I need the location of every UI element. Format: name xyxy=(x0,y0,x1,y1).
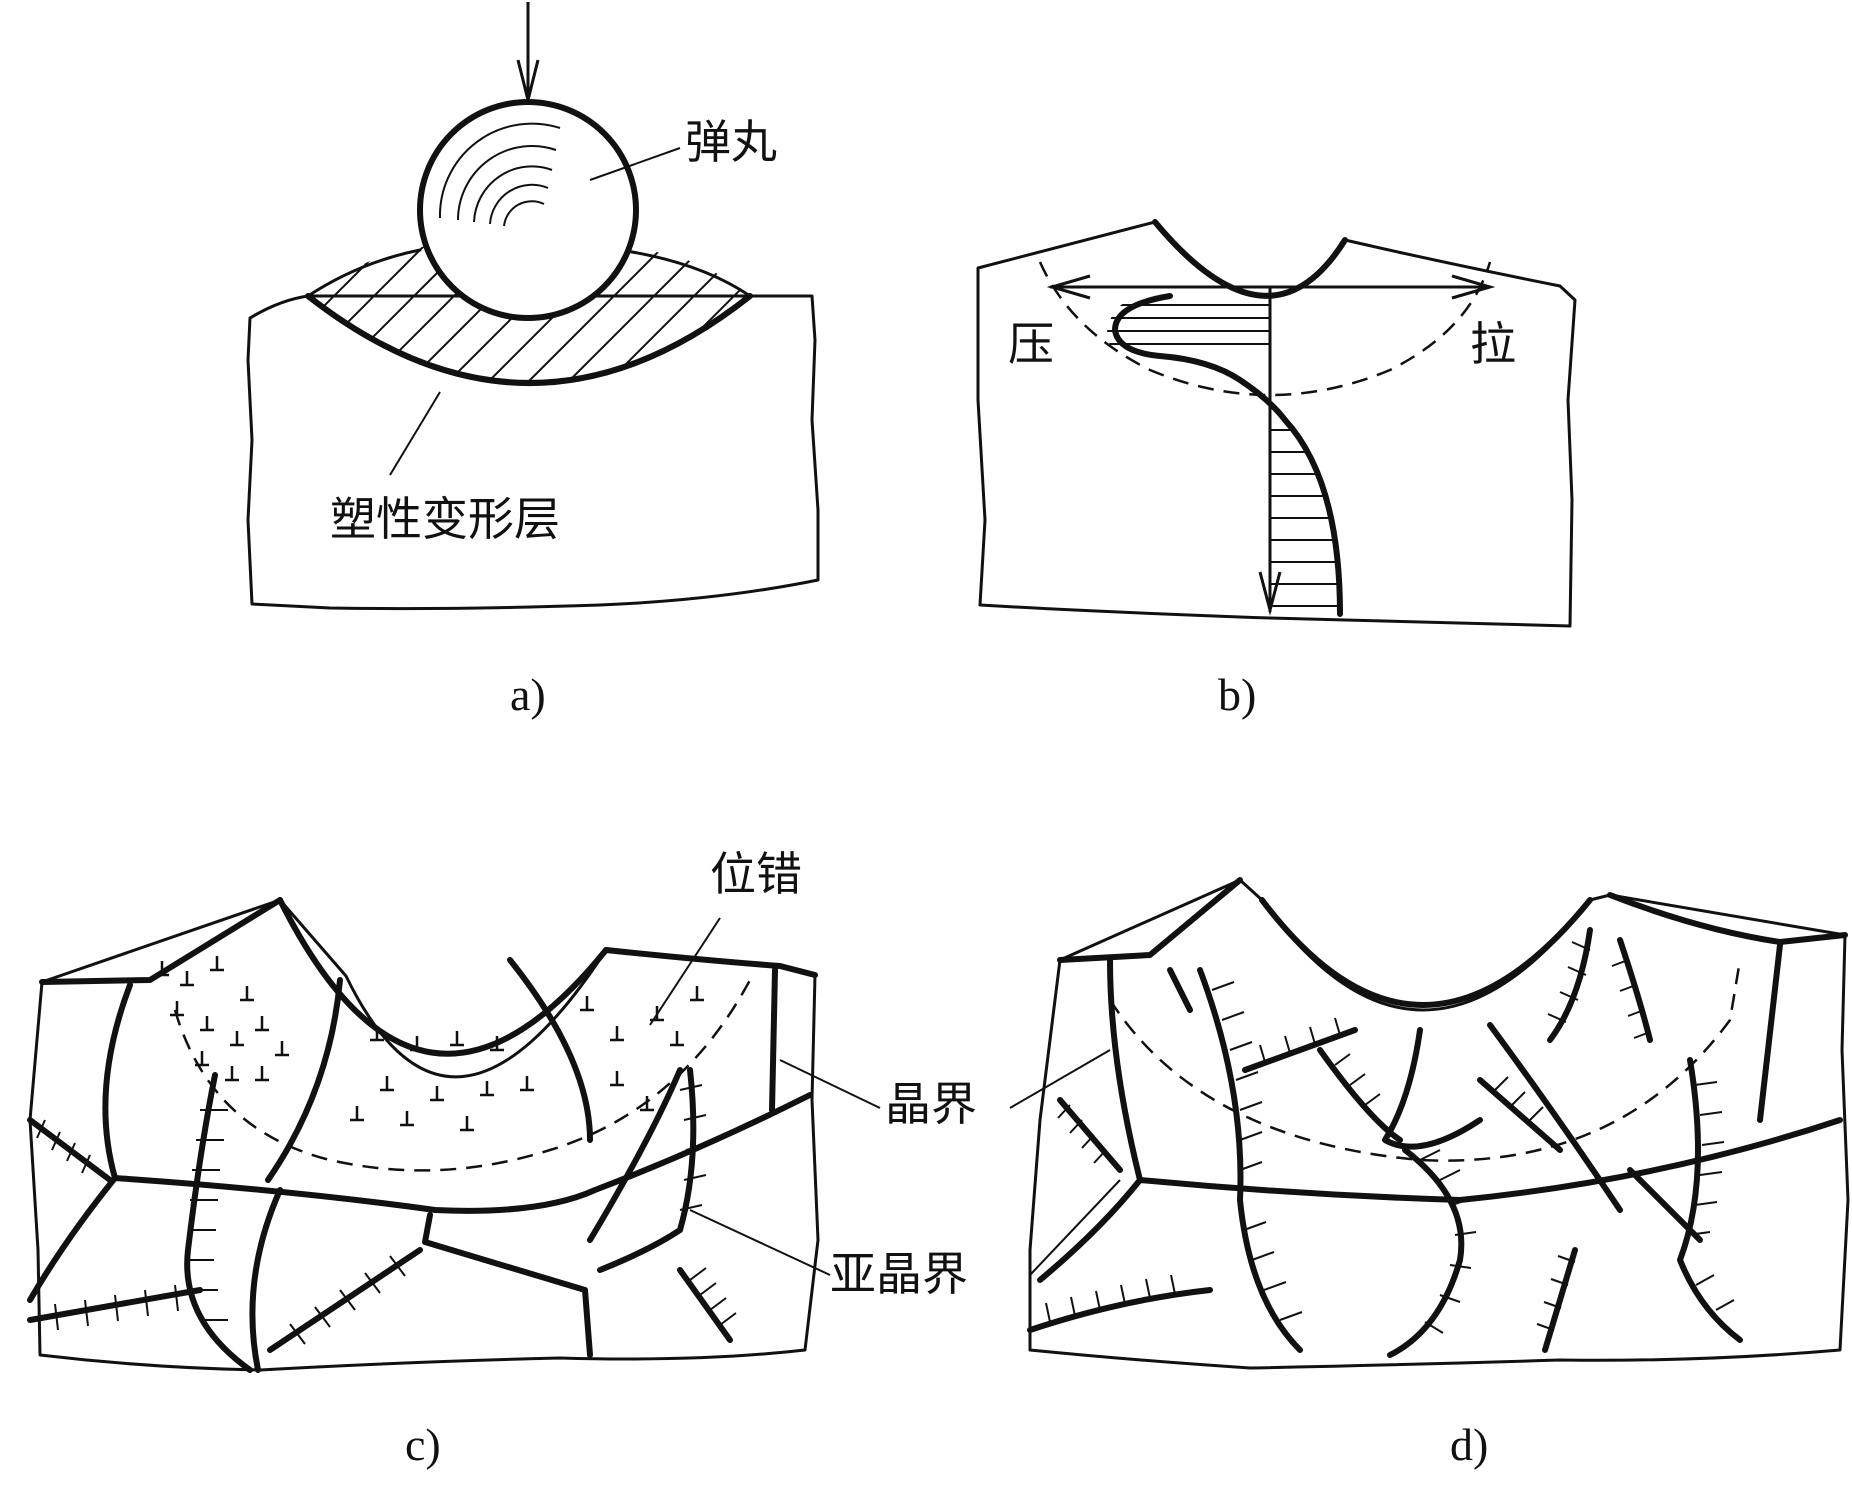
surface-c-left xyxy=(39,897,283,985)
leader-layer xyxy=(389,391,441,476)
panel-d: d) xyxy=(1027,877,1850,1470)
workpiece-d-outline xyxy=(1028,878,1850,1370)
dashed-boundary-b xyxy=(1038,261,1492,397)
impact-arrow-head xyxy=(516,59,540,101)
leader-gb-left xyxy=(779,1059,881,1109)
label-grain-boundary: 晶界 xyxy=(885,1077,977,1131)
panel-b: 压 拉 b) xyxy=(976,219,1577,720)
workpiece-c-outline xyxy=(28,898,820,1372)
subgrain-boundaries-d xyxy=(1027,927,1743,1358)
caption-b: b) xyxy=(1218,669,1256,720)
dashed-boundary-d xyxy=(1108,959,1742,1162)
leader-sgb-left xyxy=(689,1209,831,1276)
dislocation-symbols-c xyxy=(155,956,704,1132)
surface-c-right xyxy=(603,947,818,978)
dashed-boundary-c xyxy=(173,979,752,1172)
axis-arrow-right xyxy=(1451,274,1496,300)
indent-d xyxy=(1259,897,1593,1008)
grain-boundaries-d xyxy=(1037,942,1843,1283)
surface-bump xyxy=(306,248,422,298)
workpiece-a-outline xyxy=(246,294,820,611)
label-tension: 拉 xyxy=(1470,317,1516,371)
panel-a: 弹丸 塑性变形层 a) xyxy=(246,2,820,720)
surface-d-left xyxy=(1057,877,1243,963)
label-dislocation: 位错 xyxy=(710,847,802,901)
axis-arrow-left xyxy=(1046,274,1091,300)
panel-c: 位错 c) xyxy=(27,847,820,1470)
surface-d-right xyxy=(1607,892,1848,945)
shot-ball xyxy=(417,99,639,321)
deformation-layer-boundary xyxy=(305,293,753,386)
leader-gb-right xyxy=(1009,1049,1111,1109)
ball-shading-arcs xyxy=(438,122,561,227)
hatch-lines xyxy=(308,235,750,383)
label-shot: 弹丸 xyxy=(685,115,777,169)
leader-dislocation xyxy=(649,917,721,1026)
indent-arc xyxy=(1152,219,1348,299)
label-compress: 压 xyxy=(1008,317,1054,371)
stress-hatch-top xyxy=(1100,304,1270,345)
caption-c: c) xyxy=(405,1419,441,1470)
leader-sgb-right xyxy=(1029,1179,1121,1276)
leader-shot xyxy=(589,147,681,181)
label-layer: 塑性变形层 xyxy=(330,492,560,546)
shared-labels: 晶界 亚晶界 xyxy=(689,1049,1121,1301)
stress-curve xyxy=(1112,293,1343,617)
surface-bump-right xyxy=(618,248,752,298)
subgrain-boundaries-c xyxy=(27,1067,737,1373)
caption-a: a) xyxy=(510,669,546,720)
caption-d: d) xyxy=(1450,1419,1488,1470)
label-subgrain-boundary: 亚晶界 xyxy=(830,1247,968,1301)
indent-c xyxy=(277,897,609,1057)
